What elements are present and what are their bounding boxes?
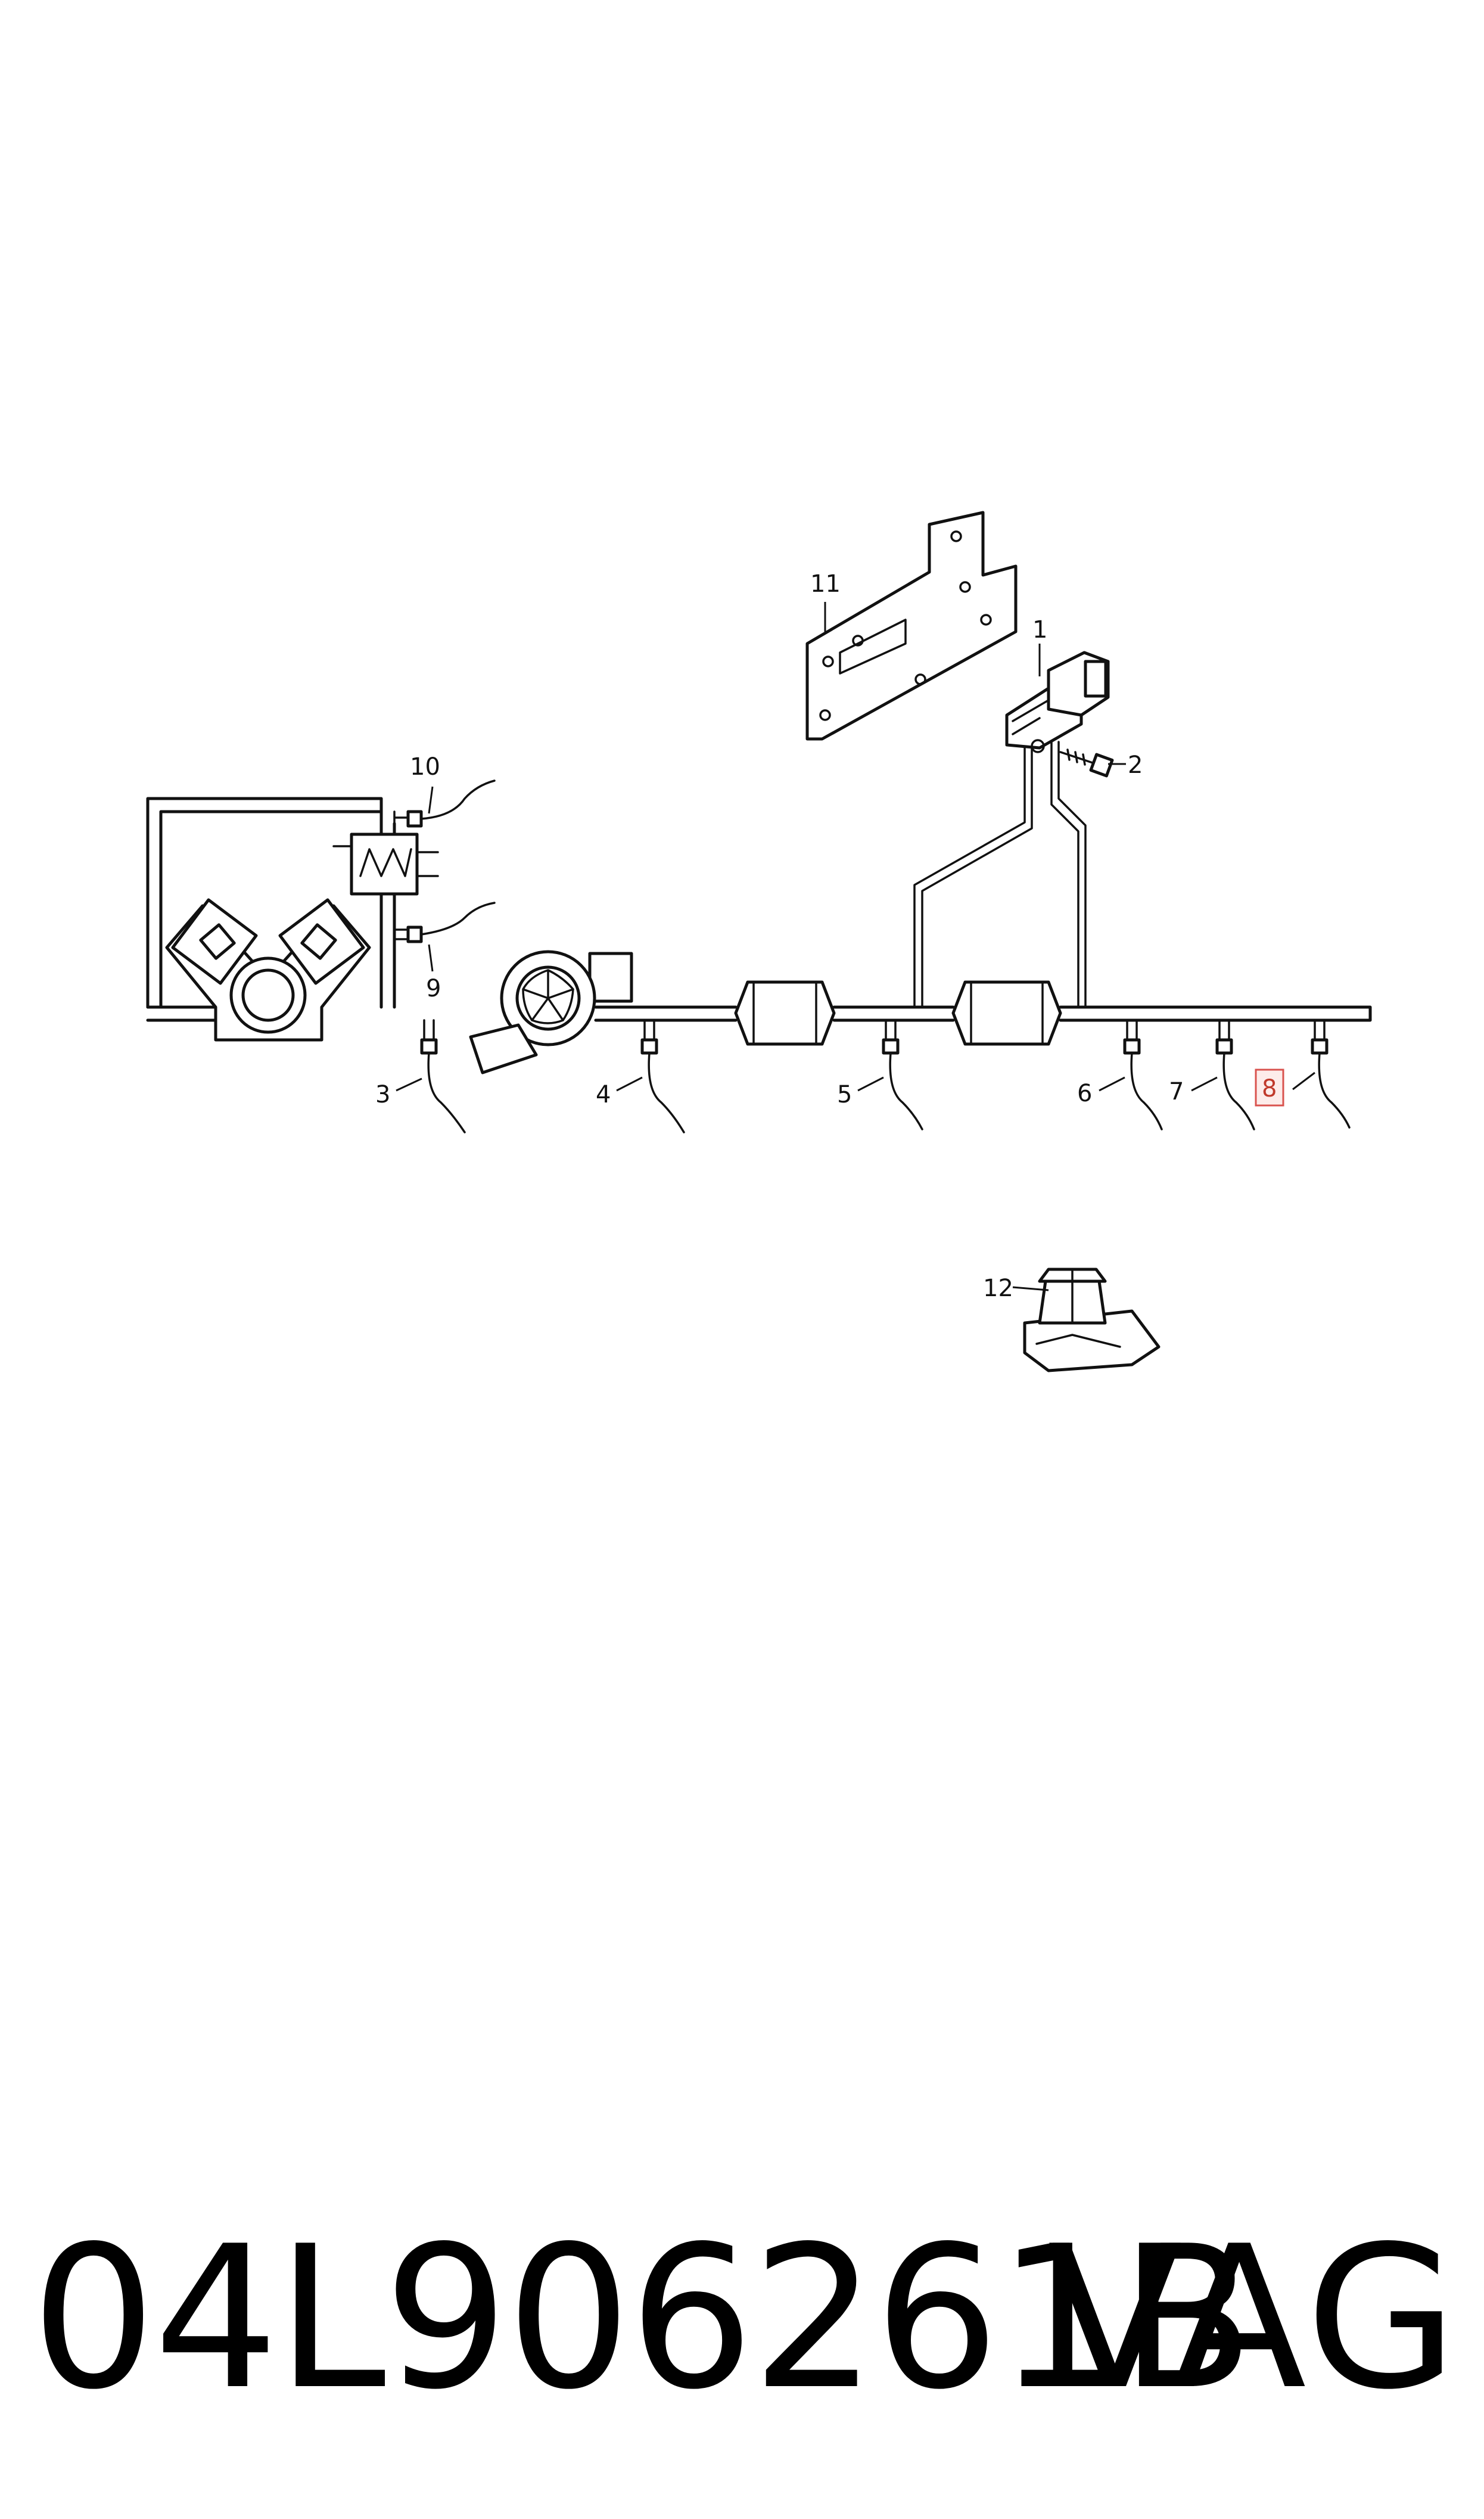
temp-sensor-6 [1123, 1019, 1163, 1130]
callout-1[interactable]: 1 [1032, 616, 1047, 644]
catalytic-converter-2 [951, 980, 1062, 1046]
brand-name: VAG [1047, 2204, 1460, 2433]
callout-2[interactable]: 2 [1128, 751, 1143, 779]
callout-6[interactable]: 6 [1077, 1080, 1092, 1107]
nut-clip [1023, 1268, 1161, 1372]
callout-5[interactable]: 5 [837, 1081, 852, 1108]
temp-sensor-8 [1311, 1019, 1351, 1129]
callout-10[interactable]: 10 [410, 753, 440, 781]
catalytic-converter-1 [734, 980, 836, 1046]
callout-8[interactable]: 8 [1262, 1075, 1277, 1102]
callout-8-highlight [1255, 1069, 1284, 1107]
callouts: 1 2 3 4 5 6 7 8 9 10 11 12 [375, 570, 1284, 1302]
footer-caption: 04L906261B VAG [0, 2199, 1484, 2449]
part-number: 04L906261B [31, 2204, 1255, 2433]
bracket [805, 511, 1018, 741]
callout-12[interactable]: 12 [983, 1275, 1013, 1302]
callout-11[interactable]: 11 [810, 570, 841, 598]
screw [1059, 748, 1114, 778]
exhaust-sensor-diagram: 1 2 3 4 5 6 7 8 9 10 11 12 [146, 511, 1372, 1372]
turbocharger [469, 950, 633, 1074]
callout-4[interactable]: 4 [596, 1081, 611, 1108]
temp-sensor-5 [882, 1019, 923, 1130]
callout-3[interactable]: 3 [375, 1081, 390, 1108]
engine-block [165, 898, 371, 1042]
temp-sensor-4 [640, 1019, 685, 1133]
temp-sensor-9 [393, 902, 496, 943]
pressure-sensor [1005, 651, 1110, 753]
callout-7[interactable]: 7 [1169, 1078, 1184, 1105]
pressure-lines [913, 741, 1087, 1008]
temp-sensor-10 [393, 779, 496, 828]
callout-9[interactable]: 9 [426, 975, 441, 1002]
temp-sensor-7 [1215, 1019, 1255, 1130]
leader-lines [396, 602, 1315, 1291]
egr-cooler [332, 833, 439, 896]
temp-sensor-3 [420, 1019, 466, 1133]
